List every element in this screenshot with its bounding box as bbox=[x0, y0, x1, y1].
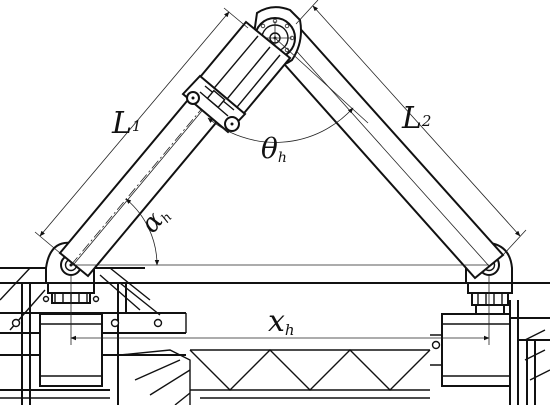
theta-arc bbox=[207, 37, 369, 143]
label-L2: L2 bbox=[401, 101, 431, 136]
label-L1: L1 bbox=[111, 106, 141, 141]
label-theta: θh bbox=[261, 132, 287, 166]
alpha-arc bbox=[71, 198, 489, 266]
dimension-L1 bbox=[34, 7, 249, 254]
dimension-L2 bbox=[295, 0, 527, 256]
label-xh: xh bbox=[268, 304, 295, 339]
dimension-xh bbox=[70, 275, 490, 345]
base-frame bbox=[0, 267, 550, 405]
right-arm bbox=[267, 22, 505, 280]
